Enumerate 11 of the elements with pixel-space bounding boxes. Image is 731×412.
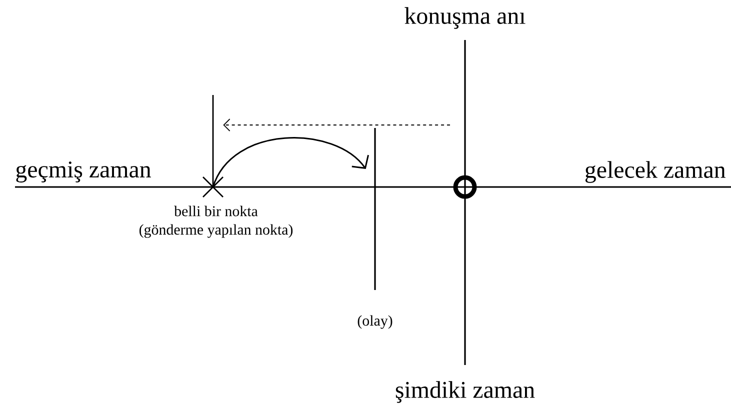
- node-label: belli bir nokta: [174, 206, 258, 216]
- arrow: [212, 137, 369, 188]
- event-line: [374, 128, 376, 290]
- arrow: [223, 118, 450, 132]
- reference-point-marker: [202, 95, 224, 198]
- axis-label: şimdiki zaman: [396, 381, 535, 403]
- node-label: (olay): [358, 315, 392, 329]
- axis-label: konuşma anı: [404, 7, 526, 29]
- axis-label: gelecek zaman: [585, 161, 726, 183]
- axis-label: geçmiş zaman: [16, 162, 151, 182]
- node-label: (gönderme yapılan nokta): [139, 224, 293, 238]
